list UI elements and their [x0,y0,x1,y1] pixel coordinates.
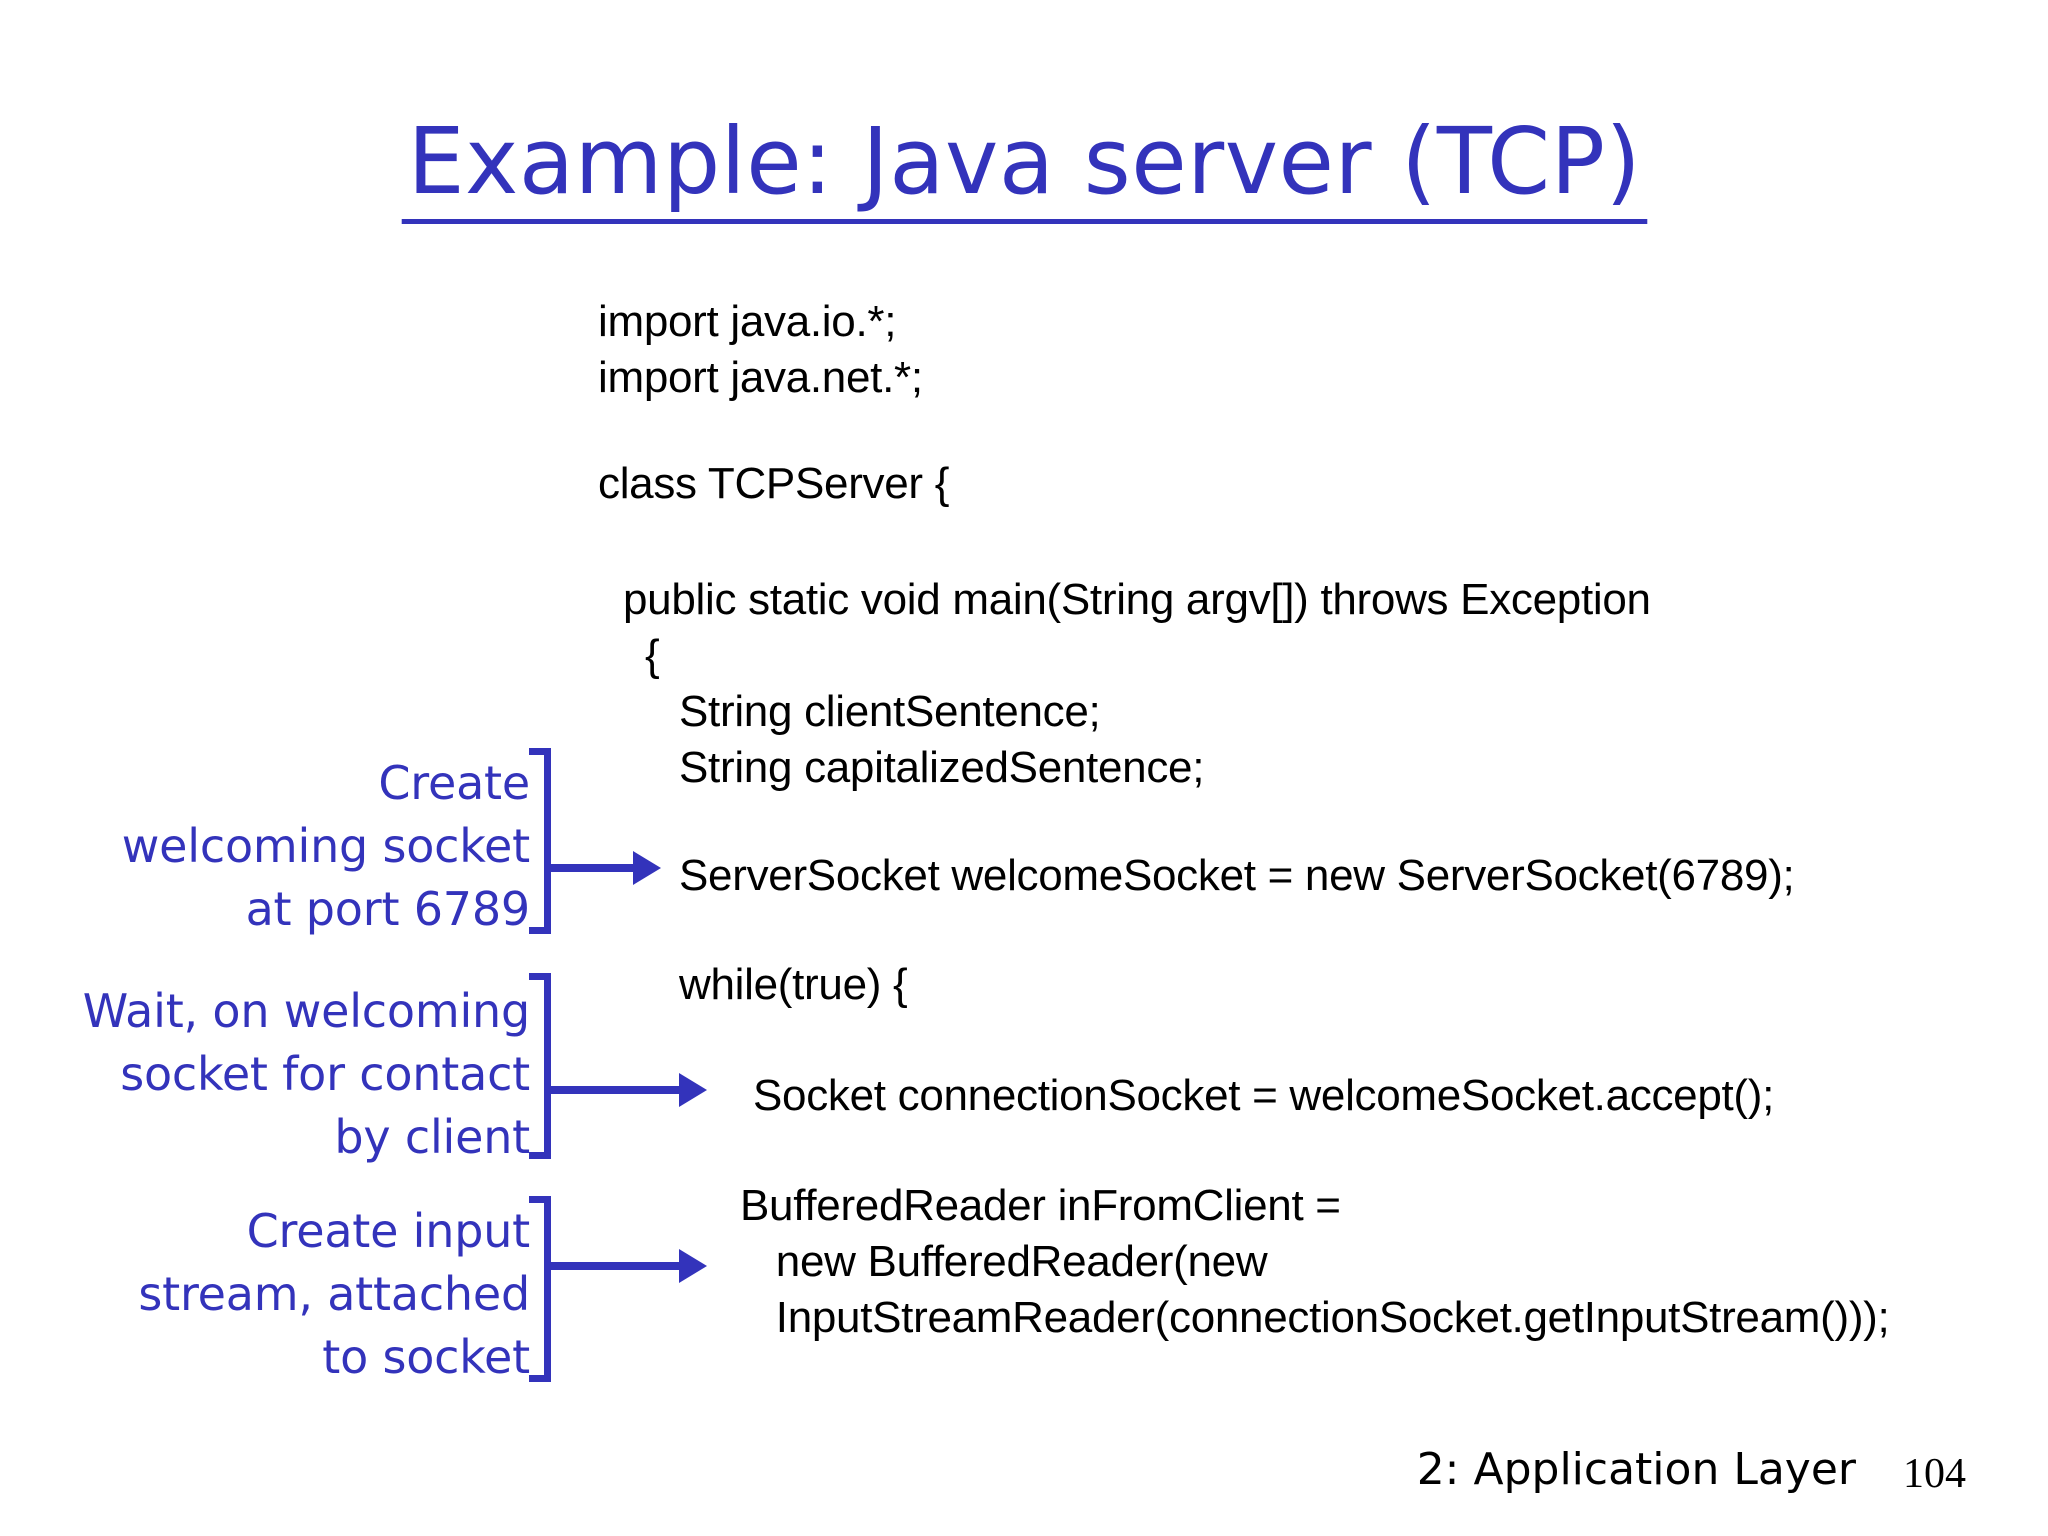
code-line-main-decl: public static void main(String argv[]) t… [623,575,1651,624]
annotation-bracket-3 [529,1196,551,1382]
footer-chapter-label: 2: Application Layer [1416,1444,1856,1495]
annotation-wait-on-welcoming-socket: Wait, on welcoming socket for contact by… [82,984,530,1164]
annotation-bracket-1 [529,748,551,934]
code-line-string-decls: String clientSentence; String capitalize… [679,687,1205,792]
code-line-imports: import java.io.*; import java.net.*; [598,297,923,402]
code-line-connection-socket: Socket connectionSocket = welcomeSocket.… [753,1071,1775,1120]
annotation-create-input-stream: Create input stream, attached to socket [138,1204,530,1384]
code-line-buffered-reader: BufferedReader inFromClient = new Buffer… [740,1181,1890,1342]
page-title-text: Example: Java server (TCP) [401,108,1647,224]
code-line-while-loop: while(true) { [679,960,908,1009]
annotation-arrow-line-3 [545,1262,683,1270]
annotation-bracket-2 [529,973,551,1159]
code-line-server-socket: ServerSocket welcomeSocket = new ServerS… [679,851,1795,900]
annotation-arrow-head-1 [633,851,661,885]
annotation-arrow-line-2 [545,1086,683,1094]
code-line-class-decl: class TCPServer { [598,459,950,508]
page-title: Example: Java server (TCP) [0,108,2048,224]
annotation-arrow-head-2 [679,1073,707,1107]
footer-page-number: 104 [1903,1451,1966,1497]
annotation-arrow-head-3 [679,1249,707,1283]
annotation-create-welcoming-socket: Create welcoming socket at port 6789 [121,756,530,936]
code-line-open-brace: { [645,631,660,680]
annotation-arrow-line-1 [545,864,637,872]
